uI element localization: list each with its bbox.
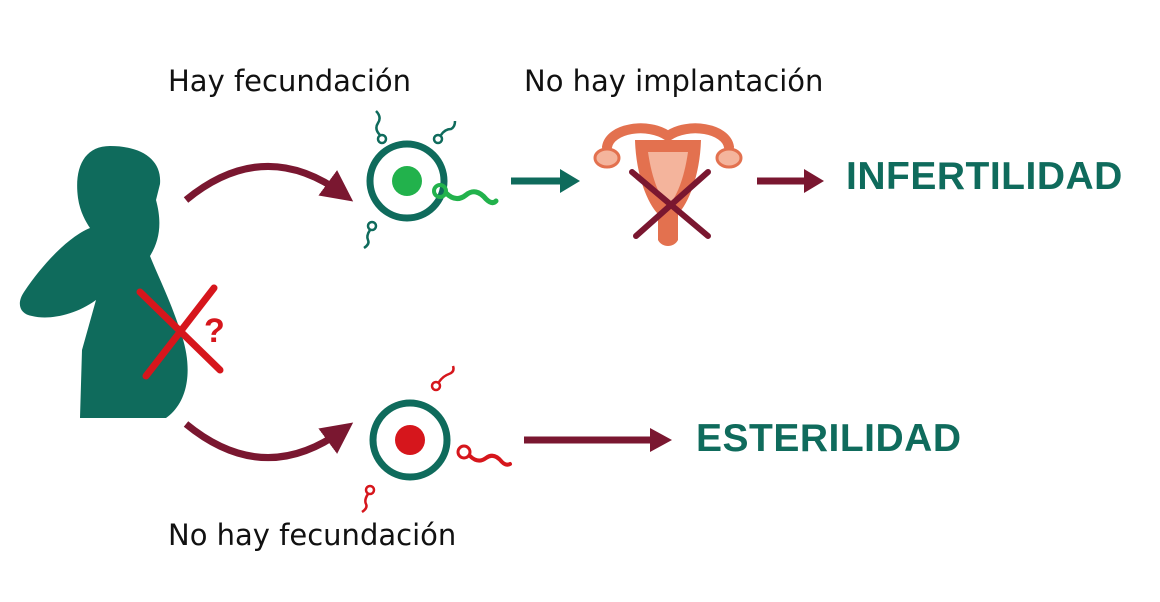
no-fertilization-label: No hay fecundación (168, 518, 457, 552)
arrow-to-infertility (757, 169, 824, 193)
unfertilized-egg-icon (361, 365, 512, 514)
fertilized-egg-icon (363, 110, 499, 250)
no-implantation-cross-icon (629, 169, 711, 239)
arrow-to-no-fertilization (183, 421, 354, 461)
infertility-outcome: INFERTILIDAD (846, 155, 1123, 198)
no-implantation-label: No hay implantación (524, 64, 824, 98)
arrow-to-fertilization (183, 163, 354, 203)
uterus-icon (593, 123, 743, 246)
arrow-to-uterus (511, 169, 580, 193)
fertilization-label: Hay fecundación (168, 64, 412, 98)
no-pregnancy-cross-icon (136, 284, 224, 380)
question-mark: ? (204, 312, 225, 350)
pregnant-woman-silhouette (19, 146, 188, 418)
arrow-to-sterility (524, 428, 672, 452)
sterility-outcome: ESTERILIDAD (696, 417, 962, 460)
